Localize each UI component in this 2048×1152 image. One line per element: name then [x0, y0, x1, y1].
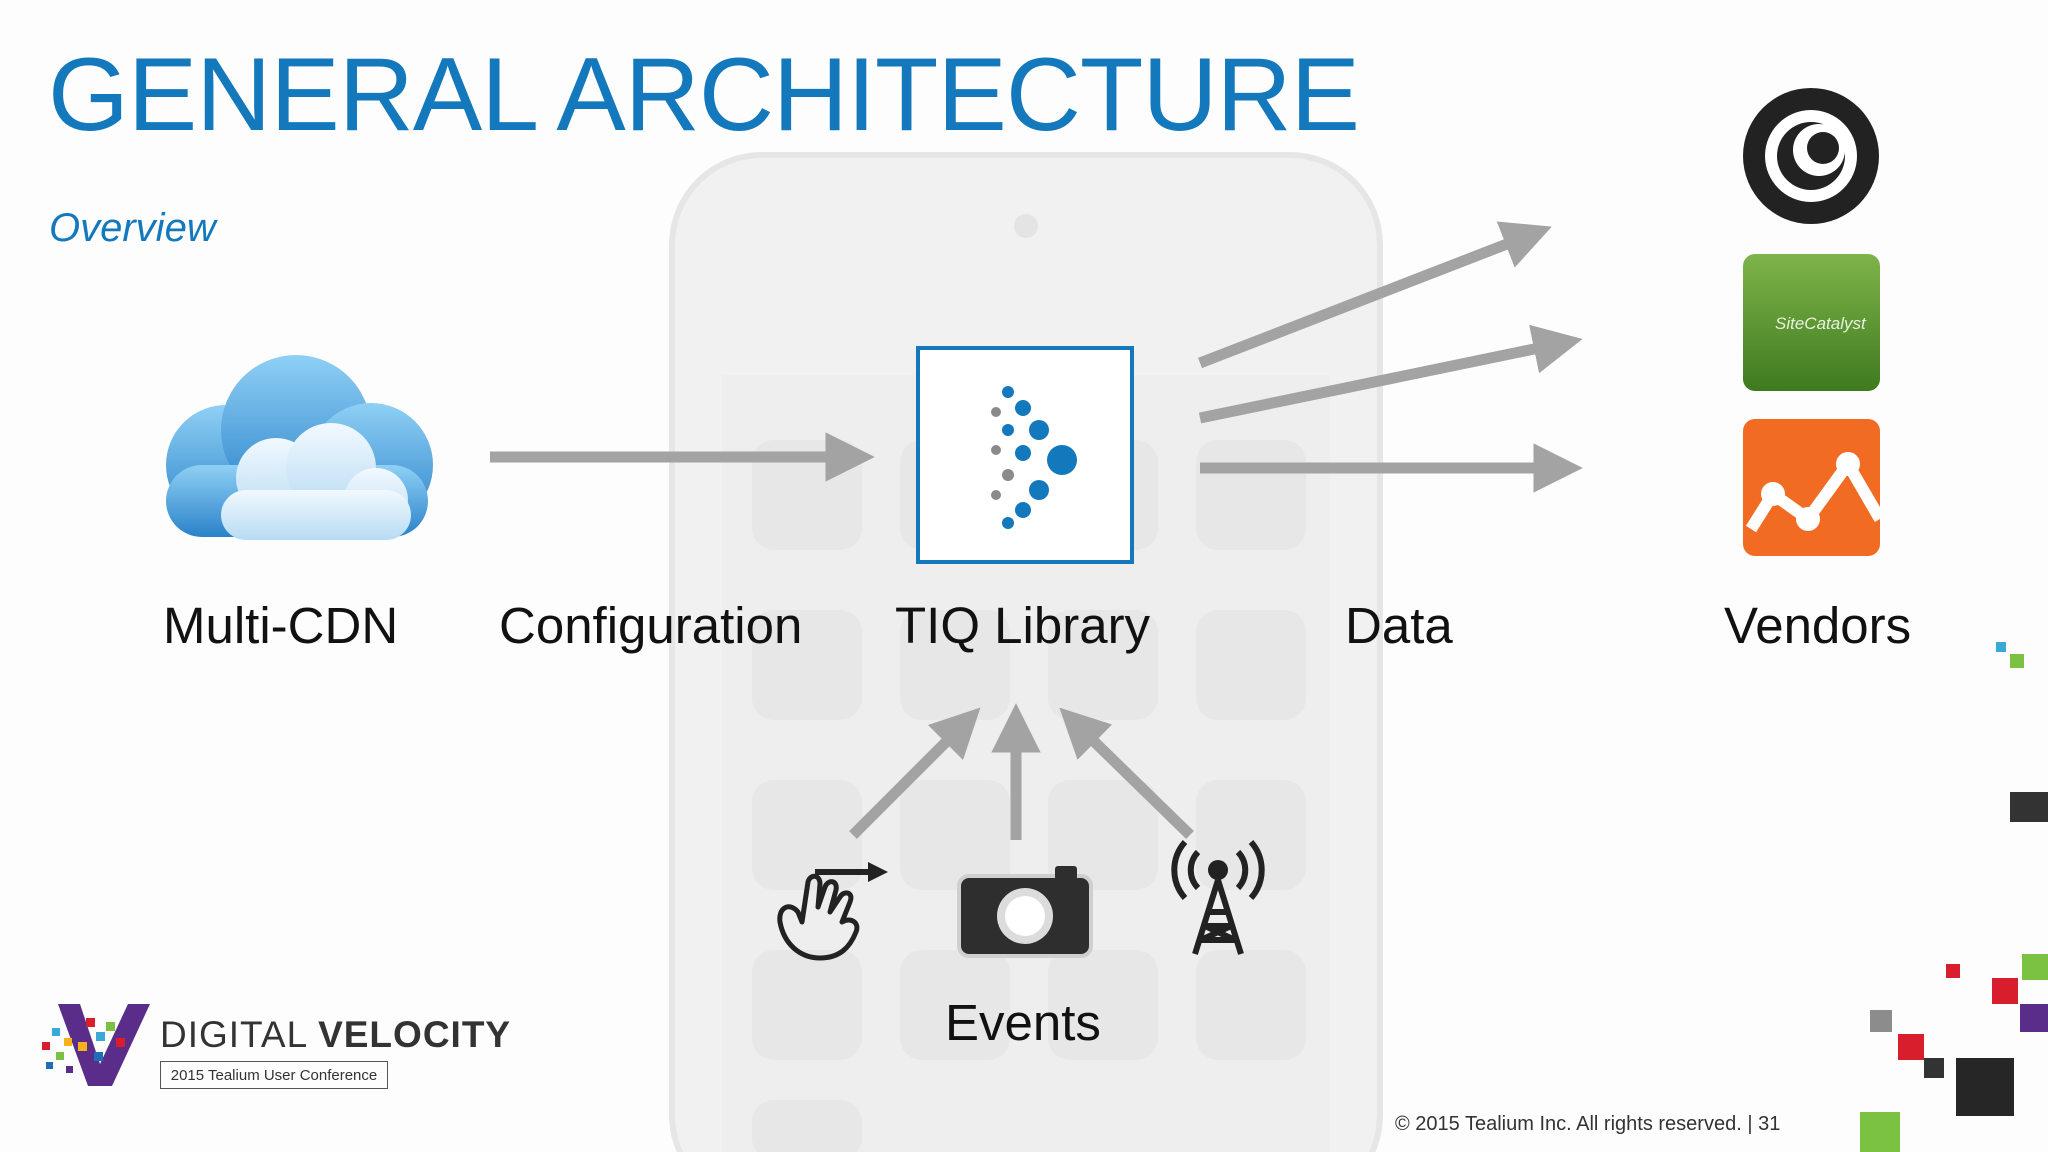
analytics-line-icon	[1745, 452, 1886, 533]
vendor-sitecatalyst-logo	[1743, 254, 1880, 391]
conference-name: DIGITAL VELOCITY	[160, 1014, 512, 1055]
cloud-icon	[166, 355, 433, 540]
event-arrow-right	[1059, 707, 1194, 839]
vendor-analytics-logo	[1743, 419, 1886, 556]
slide-subtitle: Overview	[49, 206, 216, 250]
data-arrow-1	[1198, 221, 1552, 369]
vendors-label: Vendors	[1724, 597, 1912, 654]
tiq-library-box	[916, 346, 1134, 564]
footer-copyright: © 2015 Tealium Inc. All rights reserved.…	[1395, 1113, 1781, 1135]
decorative-squares	[1860, 642, 2048, 1152]
sitecatalyst-logo-text: SiteCatalyst	[1775, 314, 1866, 333]
slide-title: GENERAL ARCHITECTURE	[48, 37, 1360, 153]
configuration-label: Configuration	[499, 597, 803, 654]
multi-cdn-label: Multi-CDN	[163, 597, 399, 654]
tealium-logo-icon	[991, 386, 1077, 529]
tiq-library-label: TIQ Library	[895, 597, 1151, 654]
conference-badge: 2015 Tealium User Conference	[160, 1061, 388, 1089]
antenna-tower-icon	[1171, 840, 1265, 955]
event-arrow-left	[849, 707, 981, 839]
data-arrow-2	[1198, 324, 1583, 424]
data-label: Data	[1345, 597, 1453, 654]
swipe-gesture-icon	[777, 862, 888, 961]
digital-velocity-logo-icon	[42, 1004, 150, 1086]
camera-icon	[957, 866, 1093, 958]
vendor-logo-circle-icon	[1743, 88, 1879, 224]
events-label: Events	[945, 994, 1101, 1051]
